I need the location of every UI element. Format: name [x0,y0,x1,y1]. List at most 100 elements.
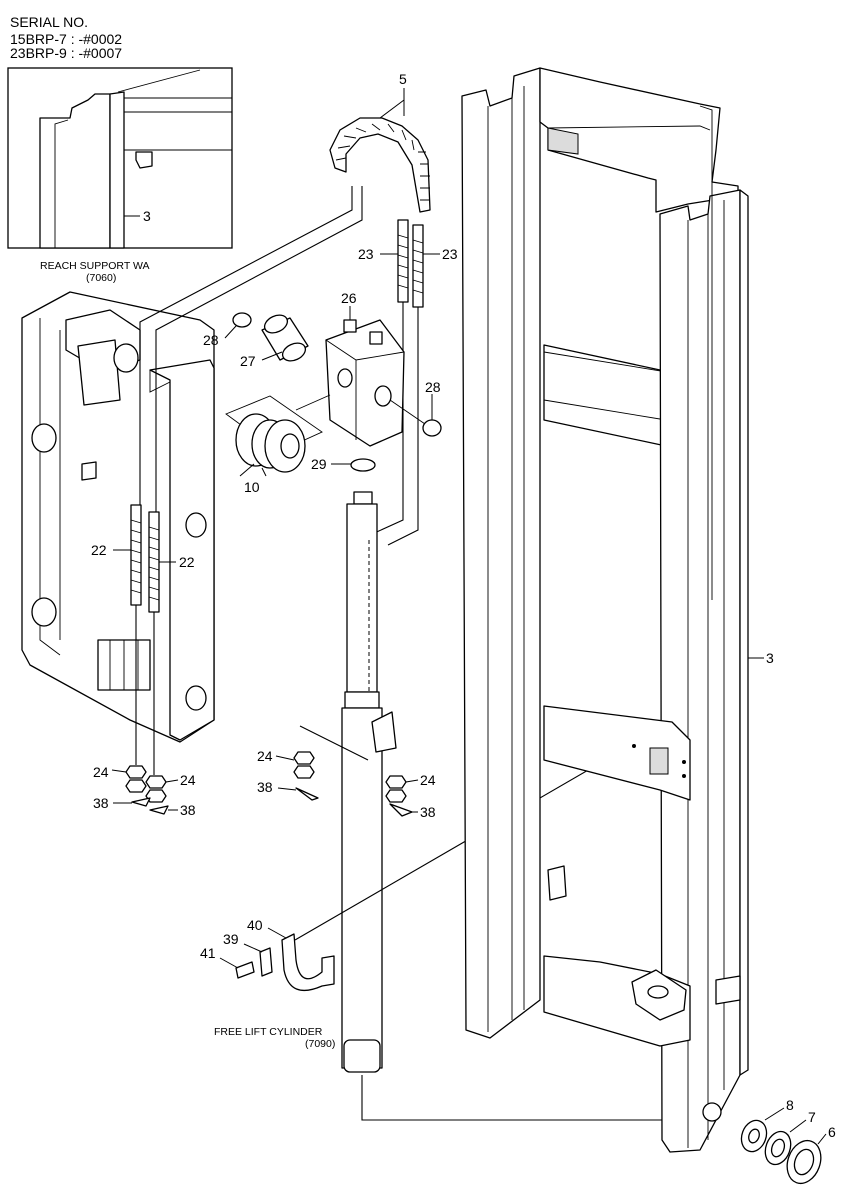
sheave-bore [280,433,300,459]
rod-23-right [412,224,424,308]
mast-side-lug [715,975,741,1005]
split-pin-38-left-a [131,797,151,807]
center-hardware: 24 38 24 38 [257,748,436,820]
washer-8-bore [748,1128,760,1144]
free-lift-caption: FREE LIFT CYLINDER [214,1026,323,1038]
cylinder-barrel [341,707,383,1069]
callout-10: 10 [244,479,260,495]
bracket-body [325,319,405,447]
callout-38-left-b: 38 [180,802,196,818]
inset-support-block [135,151,153,169]
mast-outer-rail-left [461,67,541,1039]
reach-support-caption: REACH SUPPORT WA [40,260,150,272]
callout-22-left: 22 [91,542,107,558]
bracket-hole-right [374,385,392,407]
callout-38-right: 38 [420,804,436,820]
bearing-6-inner [793,1148,815,1176]
pin-27-end-b [281,342,307,362]
callout-6: 6 [828,1124,836,1140]
cylinder-rod [346,503,378,693]
reach-support-knob-lower [185,685,207,711]
inset-rail-web [109,91,125,249]
mast-roller-group: 8 7 6 [702,1097,836,1185]
reach-support-code: (7060) [86,272,116,284]
chain-body [329,117,431,213]
reach-support-hole-upper [31,423,57,453]
serial-line-1: 15BRP-7 : -#0002 [10,31,122,47]
callout-24-center: 24 [257,748,273,764]
callout-24-left-a: 24 [93,764,109,780]
rod-23-left [397,219,409,303]
mast-hole-b [682,760,686,764]
callout-22-right: 22 [179,554,195,570]
callout-26: 26 [341,290,357,306]
reach-support-hole-lower [31,597,57,627]
callout-38-center: 38 [257,779,273,795]
mast-inner-rail-flange [739,189,749,1076]
cylinder-rod-end [353,491,373,505]
callout-28-left: 28 [203,332,219,348]
callout-3-mast: 3 [766,650,774,666]
route-bottom [361,1075,703,1121]
callout-39: 39 [223,931,239,947]
split-pin-38-right [389,803,413,817]
adjusting-rods-22: 22 22 [91,504,195,613]
callout-29: 29 [311,456,327,472]
snap-ring-28-left [232,312,252,328]
roller-shaft-end [702,1102,722,1122]
pin-27-end [263,314,289,334]
cylinder-gland [344,691,380,709]
plate-39 [259,947,273,977]
washer-7-bore [770,1138,786,1158]
mast-lower-crossmember [543,705,691,801]
mast-cylinder-seat-hole [647,985,669,999]
mast-hole-a [632,744,636,748]
nut-24-center-a [293,751,315,765]
nut-24-center-b [293,765,315,779]
chain-route-right-b [387,307,419,546]
ring-29 [350,458,376,472]
reach-support-assembly [21,291,215,743]
route-nut-left [299,725,369,761]
free-lift-code: (7090) [305,1038,335,1050]
cylinder-lug [371,711,397,753]
bracket-hole-left [337,368,353,388]
callout-24-left-b: 24 [180,772,196,788]
inset-detail: 3 [7,67,233,249]
reach-support-side-plate [149,359,215,741]
callout-28-right: 28 [425,379,441,395]
serial-heading: SERIAL NO. [10,14,88,30]
nut-24-left-d [145,789,167,803]
chain-route-left-b [155,186,363,512]
callout-41: 41 [200,945,216,961]
snap-ring-28-right [422,419,442,437]
callout-7: 7 [808,1109,816,1125]
adjusting-rods-23: 23 23 [358,219,458,308]
nut-24-left-a [125,765,147,779]
callout-23-left: 23 [358,246,374,262]
reach-support-stop [81,461,97,481]
sheave-pin-group: 28 27 28 [203,312,442,437]
callout-27: 27 [240,353,256,369]
free-lift-cylinder: 29 [311,456,397,1073]
callout-5: 5 [399,71,407,87]
nut-24-left-c [145,775,167,789]
mast-hole-c [682,774,686,778]
reach-support-boss [113,343,139,373]
callout-23-right: 23 [442,246,458,262]
split-pin-38-center [295,787,319,801]
bolt-41 [235,961,255,979]
callout-3-inset: 3 [143,208,151,224]
bracket-tab-left [343,319,357,333]
reach-support-frame [21,291,215,743]
nut-24-left-b [125,779,147,793]
chain-bracket-26: 26 [325,290,405,447]
sheave-10: 10 [225,394,331,495]
callout-8: 8 [786,1097,794,1113]
mast-bracket-plate [649,747,669,775]
mast-stop-block [547,865,567,901]
callout-38-left-a: 38 [93,795,109,811]
split-pin-38-left-b [149,805,169,815]
mast-top-gusset [547,127,579,155]
mast-3: 3 [461,67,774,1153]
